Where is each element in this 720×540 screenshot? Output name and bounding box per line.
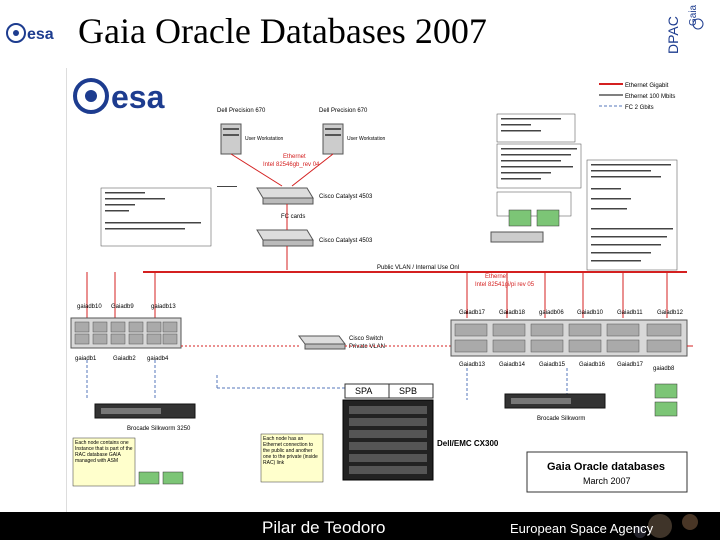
left-node-top-3: gaiadb13 (151, 304, 176, 310)
spa-label: SPA (355, 386, 372, 396)
right-node-top-1: Gaiadb17 (459, 310, 486, 316)
info-box-lines (501, 118, 673, 262)
legend: Ethernet Gigabit Ethernet 100 Mbits FC 2… (599, 83, 675, 111)
esa-logo-text: esa (111, 79, 165, 115)
caption-box: Gaia Oracle databases March 2007 (526, 451, 688, 493)
spb-label: SPB (399, 386, 417, 396)
dpac-text: DPAC (665, 16, 681, 54)
workstation-right: Dell Precision 670 User Workstation (319, 108, 385, 155)
footer-agency: European Space Agency (510, 521, 654, 536)
info-box-right (586, 159, 678, 271)
brocade-right-label: Brocade Silkworm (537, 416, 585, 422)
left-node-bottom-2: Gaiadb2 (113, 356, 136, 362)
workstation-right-label: Dell Precision 670 (319, 108, 368, 114)
legend-item-gigabit: Ethernet Gigabit (625, 83, 669, 89)
workstation-left: Dell Precision 670 User Workstation (217, 108, 283, 155)
footer-author: Pilar de Teodoro (262, 518, 386, 537)
right-node-top-2: Gaiadb18 (499, 310, 526, 316)
diagram-panel: esa Ethernet Gigabit Ethernet 100 Mbits … (66, 68, 697, 512)
left-node-bottom-3: gaiadb4 (147, 356, 169, 362)
left-strip (0, 0, 66, 540)
right-node-top-3: gaiadb06 (539, 310, 564, 316)
green-disks-top (508, 209, 560, 227)
vlan-label: Public VLAN / Internal Use Onl (377, 265, 459, 271)
info-box-left-lines (105, 192, 201, 230)
fc-lines (86, 360, 568, 400)
gaiadb-right-label: gaiadb8 (653, 366, 675, 372)
ethernet-mid: Ethernet (485, 274, 508, 280)
dpac-gaia-text: Gaia (688, 4, 699, 26)
storage-label: Dell/EMC CX300 (437, 439, 499, 448)
ethernet-top: Ethernet (283, 154, 306, 160)
left-node-cluster: gaiadb10 Gaiadb9 gaiadb13 gaiadb1 Gaiadb… (70, 304, 182, 362)
private-vlan-line1: Cisco Switch (349, 336, 383, 342)
private-vlan-line2: Private VLAN (349, 344, 385, 350)
dpac-logo: Gaia DPAC (665, 4, 704, 54)
vlan-drops (86, 272, 668, 318)
left-node-top-2: Gaiadb9 (111, 304, 134, 310)
green-disks-right (654, 383, 678, 417)
brocade-left: Brocade Silkworm 3250 (94, 403, 196, 432)
esa-logo-small: esa (6, 23, 54, 43)
right-node-bottom-2: Gaiadb14 (499, 362, 526, 368)
right-node-cluster: Gaiadb17 Gaiadb18 gaiadb06 Gaiadb10 Gaia… (450, 310, 688, 368)
caption-date: March 2007 (583, 476, 631, 486)
caption-title: Gaia Oracle databases (547, 461, 665, 473)
switch-catalyst-1: Cisco Catalyst 4503 (256, 187, 373, 205)
info-box-center-lines (217, 186, 237, 187)
note-left: Each node contains one Instance that is … (72, 437, 136, 487)
info-box-mid2 (496, 191, 572, 217)
note-right: Each node has an Ethernet connection to … (260, 433, 324, 483)
switch-catalyst-2: Cisco Catalyst 4503 (256, 229, 373, 247)
workstation-right-role: User Workstation (347, 136, 385, 142)
note-right-text: Each node has an Ethernet connection to … (263, 436, 318, 466)
right-node-top-6: Gaiadb12 (657, 310, 684, 316)
fc-cards-label: FC cards (281, 214, 305, 220)
switch2-label: Cisco Catalyst 4503 (319, 238, 373, 244)
right-node-bottom-1: Gaiadb13 (459, 362, 486, 368)
left-node-bottom-1: gaiadb1 (75, 356, 97, 362)
esa-logo: esa (73, 78, 165, 115)
switch1-label: Cisco Catalyst 4503 (319, 194, 373, 200)
right-node-bottom-4: Gaiadb16 (579, 362, 606, 368)
private-vlan-switch: Cisco Switch Private VLAN (298, 335, 385, 350)
legend-item-100mbits: Ethernet 100 Mbits (625, 94, 675, 100)
left-node-top-1: gaiadb10 (77, 304, 102, 310)
network-diagram: esa Ethernet Gigabit Ethernet 100 Mbits … (70, 78, 693, 493)
storage-array: Dell/EMC CX300 (342, 399, 499, 481)
footer-decoration (634, 514, 698, 538)
right-node-top-5: Gaiadb11 (617, 310, 643, 316)
legend-item-fc: FC 2 Gbits (625, 105, 654, 111)
ethernet-mid-detail: Intel 82541gi/pi rev 05 (475, 282, 535, 288)
brocade-left-label: Brocade Silkworm 3250 (127, 426, 191, 432)
green-disks-bottom (138, 471, 184, 485)
note-left-text: Each node contains one Instance that is … (75, 440, 133, 464)
brocade-right: Brocade Silkworm (504, 393, 606, 422)
svg-text:esa: esa (27, 26, 54, 43)
workstation-left-label: Dell Precision 670 (217, 108, 266, 114)
ethernet-top-detail: Intel 82546gb_rev 04 (263, 162, 320, 168)
footer (0, 512, 720, 540)
right-node-top-4: Gaiadb10 (577, 310, 604, 316)
spb-box (388, 383, 434, 399)
info-box-left (100, 187, 212, 247)
right-node-bottom-3: Gaiadb15 (539, 362, 566, 368)
right-node-bottom-5: Gaiadb17 (617, 362, 644, 368)
slide-title: Gaia Oracle Databases 2007 (78, 11, 487, 51)
server-small (490, 231, 544, 243)
workstation-left-role: User Workstation (245, 136, 283, 142)
